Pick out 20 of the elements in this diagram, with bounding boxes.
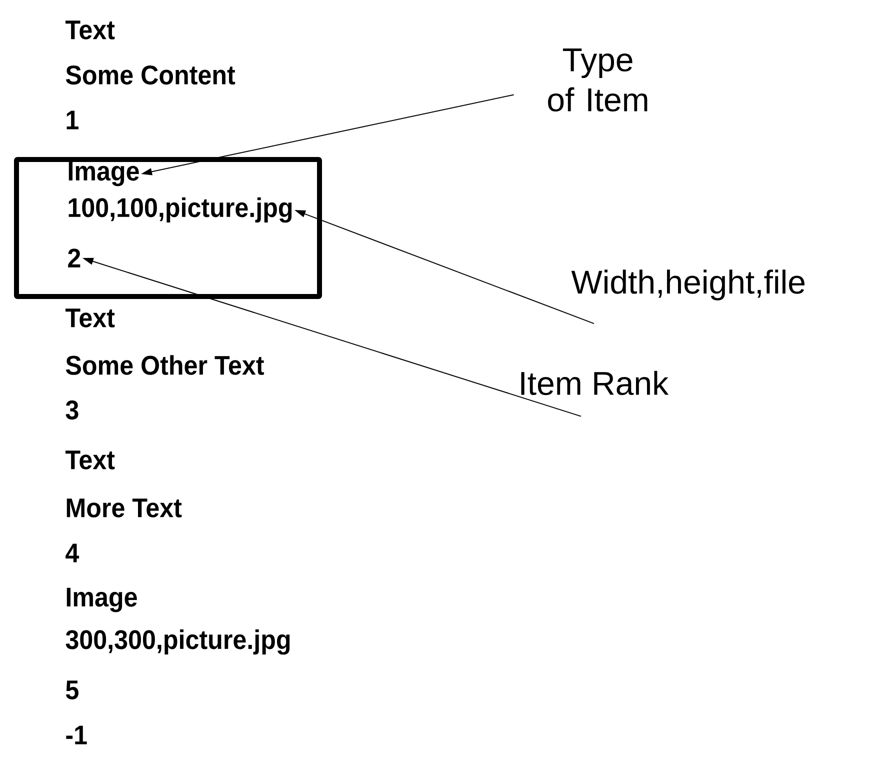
list-text: More Text: [66, 498, 182, 518]
list-text: Some Other Text: [66, 355, 264, 375]
list-text: -1: [66, 726, 87, 744]
list-text: Text: [65, 308, 115, 328]
list-text: Some Content: [66, 65, 236, 85]
list-text: 100,100,picture.jpg: [68, 197, 292, 223]
list-text: 2: [68, 248, 80, 268]
callout-text: Width,height,file: [571, 270, 804, 300]
list-text: Text: [65, 20, 115, 40]
list-text: 4: [66, 544, 80, 562]
list-text: Image: [66, 588, 137, 612]
list-text: 300,300,picture.jpg: [66, 629, 290, 655]
list-text: 5: [66, 680, 78, 700]
list-text: Image: [68, 162, 139, 186]
list-text: Text: [65, 450, 115, 470]
list-text: 3: [66, 400, 78, 420]
highlight-box: [14, 157, 322, 299]
list-text: 1: [66, 110, 78, 130]
callout-text: Type of Item: [548, 48, 648, 112]
callout-text: Item Rank: [521, 370, 669, 396]
